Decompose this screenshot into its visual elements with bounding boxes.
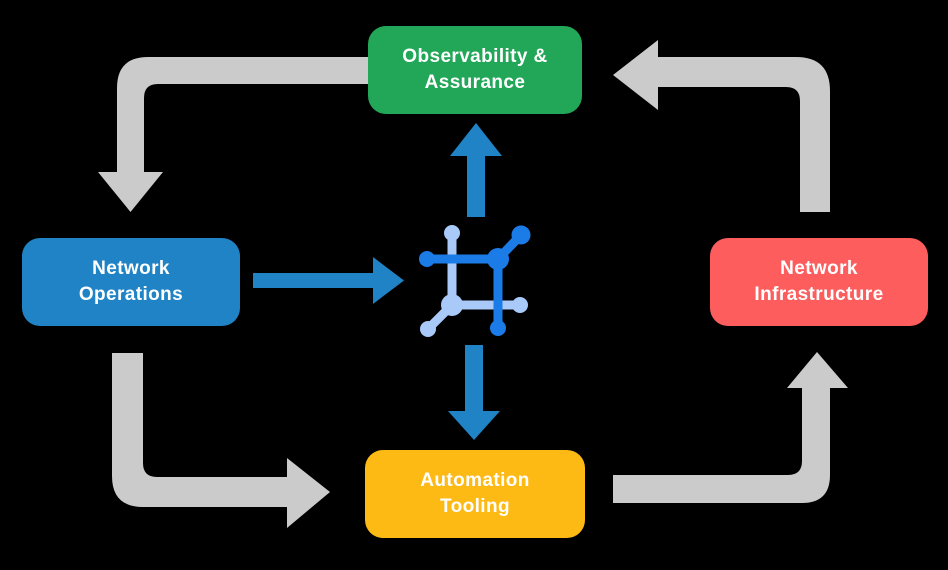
arrow-icon-to-tooling (448, 345, 500, 440)
node-label-line1: Network (92, 258, 170, 280)
node-network-infrastructure: Network Infrastructure (710, 238, 928, 326)
arrow-icon-to-observability (450, 123, 502, 217)
arrow-tooling-to-infrastructure (613, 352, 848, 503)
node-label-line1: Automation (420, 470, 530, 492)
node-automation-tooling: Automation Tooling (365, 450, 585, 538)
arrow-operations-to-tooling (112, 353, 330, 528)
arrow-observability-to-operations (98, 57, 368, 212)
node-label-line2: Operations (78, 284, 184, 305)
arrow-infrastructure-to-observability (613, 40, 830, 212)
node-label-line2: Assurance (424, 72, 526, 93)
node-observability-assurance: Observability & Assurance (368, 26, 582, 114)
node-label-line1: Observability & (402, 46, 548, 68)
node-network-operations: Network Operations (22, 238, 240, 326)
node-label-line2: Infrastructure (754, 284, 884, 305)
node-label-line1: Network (780, 258, 858, 280)
network-mesh-icon (419, 225, 531, 337)
node-label-line2: Tooling (440, 496, 510, 517)
arrow-operations-to-icon (253, 257, 404, 304)
